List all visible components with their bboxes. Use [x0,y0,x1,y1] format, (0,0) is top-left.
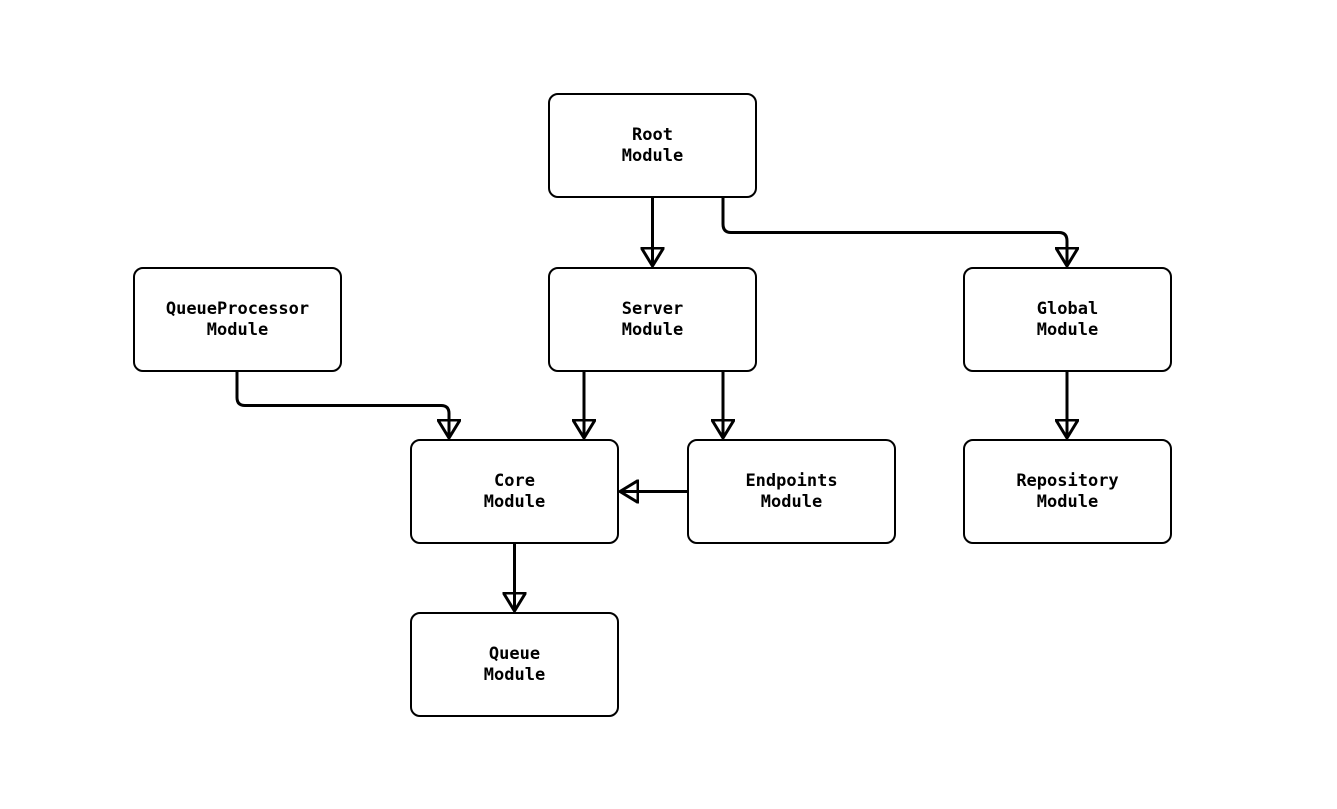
node-core-module: Core Module [410,439,619,544]
edge-queueprocessor-to-core [235,372,449,438]
node-repository-module-label: Repository Module [1016,470,1119,512]
node-queueprocessor-module-label: QueueProcessor Module [165,298,310,340]
node-endpoints-module: Endpoints Module [687,439,896,544]
node-endpoints-module-label: Endpoints Module [745,470,838,512]
node-queue-module-label: Queue Module [483,643,546,685]
node-root-module: Root Module [548,93,757,198]
node-global-module-label: Global Module [1036,298,1099,340]
node-repository-module: Repository Module [963,439,1172,544]
node-server-module: Server Module [548,267,757,372]
node-server-module-label: Server Module [621,298,684,340]
node-global-module: Global Module [963,267,1172,372]
node-root-module-label: Root Module [621,124,684,166]
node-core-module-label: Core Module [483,470,546,512]
node-queueprocessor-module: QueueProcessor Module [133,267,342,372]
node-queue-module: Queue Module [410,612,619,717]
edge-root-to-global [721,198,1067,266]
